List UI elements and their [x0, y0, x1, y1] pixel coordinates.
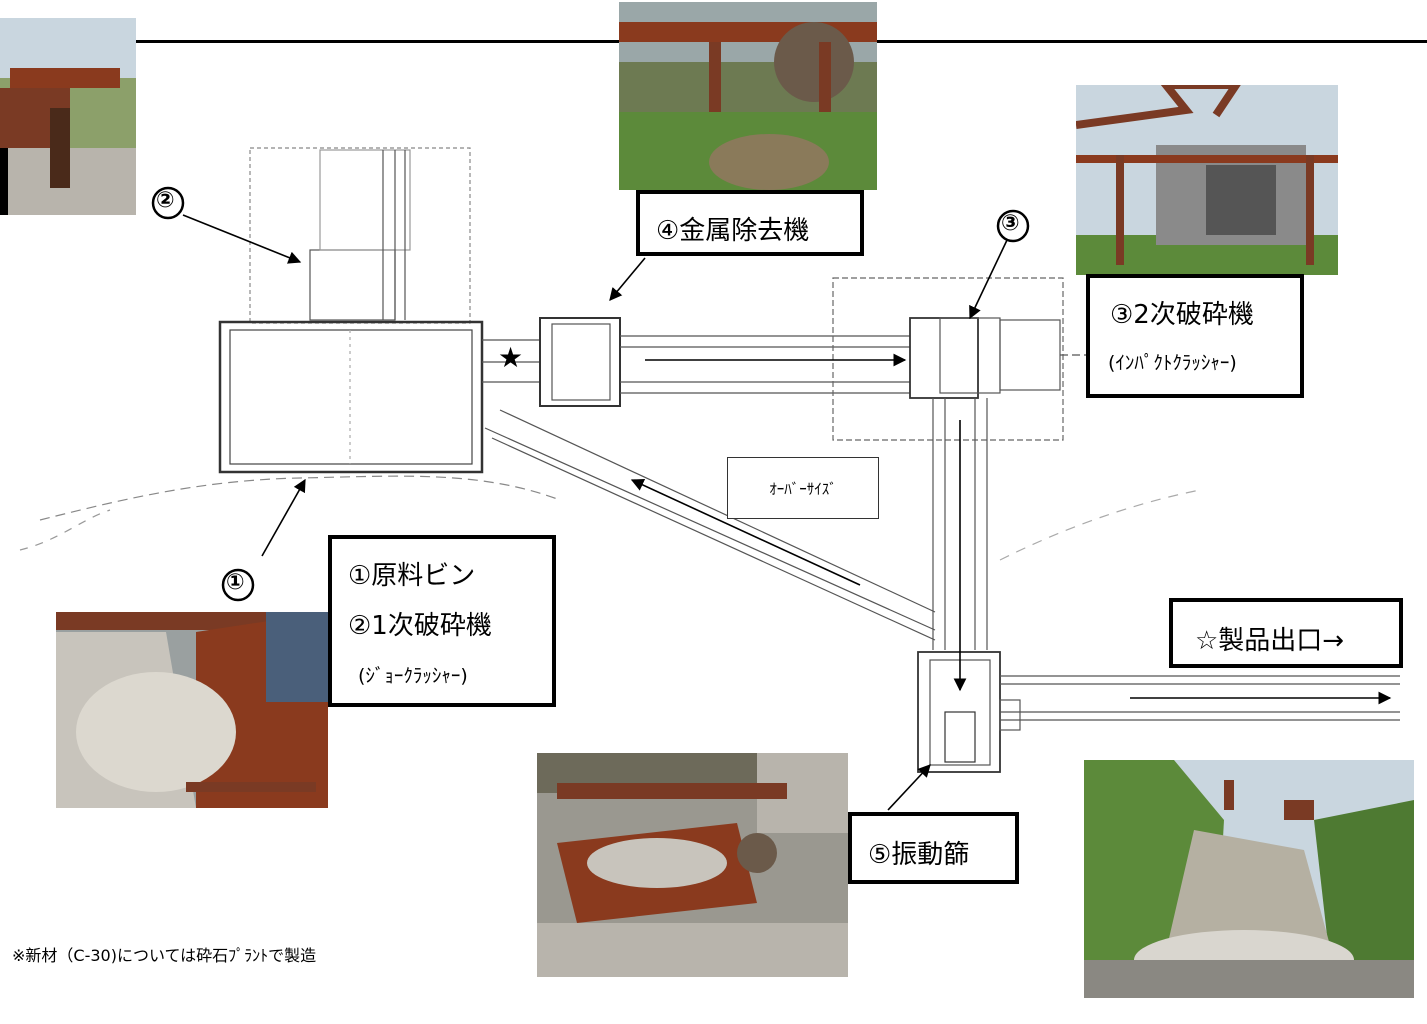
- callout-2: ②: [156, 188, 175, 213]
- secondary-crusher-label: ③2次破砕機 (ｲﾝﾊﾟｸﾄｸﾗｯｼｬｰ): [1086, 274, 1304, 398]
- photo-plant-overview: [0, 18, 136, 215]
- vibrating-screen-label: ⑤振動篩: [848, 812, 1019, 884]
- oversize-label: ｵｰﾊﾞｰｻｲｽﾞ: [727, 457, 879, 519]
- raw-bin-text: ①原料ビン: [348, 561, 476, 591]
- callout-1: ①: [226, 570, 245, 595]
- photo-secondary-crusher: [1076, 85, 1338, 275]
- secondary-crusher-type-text: (ｲﾝﾊﾟｸﾄｸﾗｯｼｬｰ): [1108, 352, 1237, 374]
- footnote: ※新材（C-30)については砕石ﾌﾟﾗﾝﾄで製造: [12, 946, 317, 965]
- metal-remover-text: ④金属除去機: [656, 216, 810, 246]
- secondary-crusher-text: ③2次破砕機: [1110, 300, 1254, 330]
- callout-3: ③: [1001, 211, 1020, 236]
- product-exit-label: ☆製品出口→: [1169, 598, 1403, 668]
- product-exit-text: ☆製品出口→: [1195, 626, 1345, 656]
- raw-bin-primary-crusher-label: ①原料ビン ②1次破砕機 (ｼﾞｮｰｸﾗｯｼｬｰ): [328, 535, 556, 707]
- vibrating-screen-text: ⑤振動篩: [868, 840, 970, 870]
- photo-product-exit: [1084, 760, 1414, 998]
- primary-crusher-type-text: (ｼﾞｮｰｸﾗｯｼｬｰ): [358, 665, 468, 687]
- photo-metal-remover: [619, 2, 877, 190]
- metal-remover-label: ④金属除去機: [636, 190, 864, 256]
- primary-crusher-text: ②1次破砕機: [348, 611, 492, 641]
- photo-vibrating-screen: [537, 753, 848, 977]
- star-marker: ★: [498, 341, 524, 374]
- photo-raw-bin: [56, 612, 328, 808]
